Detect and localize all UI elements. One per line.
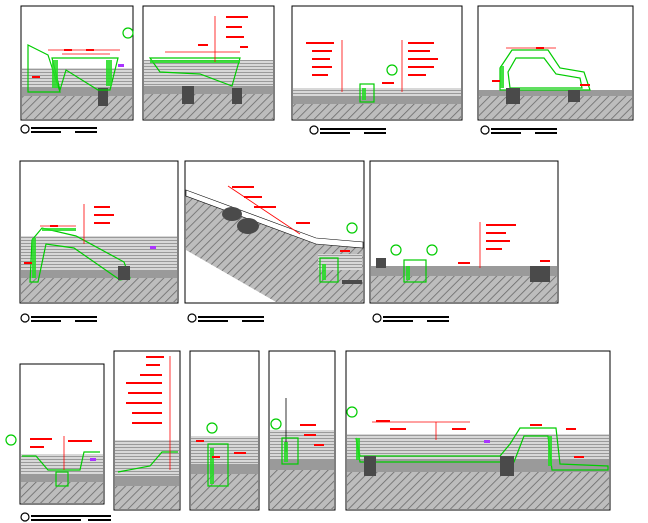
section-panel-11 (268, 350, 336, 511)
section-title-3 (480, 125, 557, 135)
section-panel-3 (291, 5, 463, 121)
section-title-6 (372, 313, 449, 323)
section-marker-icon (309, 125, 319, 135)
section-panel-7 (369, 160, 559, 304)
section-title-7 (20, 512, 111, 522)
section-marker-icon (20, 512, 30, 522)
detail-callout-icon (270, 418, 282, 430)
section-panel-1 (20, 5, 134, 121)
section-marker-icon (187, 313, 197, 323)
section-marker-icon (480, 125, 490, 135)
section-marker-icon (372, 313, 382, 323)
section-panel-9 (113, 350, 181, 511)
section-marker-icon (20, 313, 30, 323)
section-panel-2 (142, 5, 275, 121)
detail-callout-icon (346, 222, 358, 234)
section-title-2 (309, 125, 386, 135)
section-title-5 (187, 313, 264, 323)
detail-callout-icon (122, 27, 134, 39)
detail-callout-icon (5, 434, 17, 446)
detail-callout-icon (206, 422, 218, 434)
section-panel-6 (184, 160, 365, 304)
section-panel-10 (189, 350, 260, 511)
detail-callout-icon (386, 64, 398, 76)
section-title-1 (20, 124, 97, 134)
section-marker-icon (20, 124, 30, 134)
detail-callout-icon (390, 244, 402, 256)
section-panel-8 (5, 363, 105, 505)
detail-callout-icon (426, 244, 438, 256)
section-panel-4 (477, 5, 634, 121)
detail-callout-icon (346, 406, 358, 418)
section-panel-5 (19, 160, 179, 304)
section-panel-12 (345, 350, 611, 511)
section-title-4 (20, 313, 97, 323)
